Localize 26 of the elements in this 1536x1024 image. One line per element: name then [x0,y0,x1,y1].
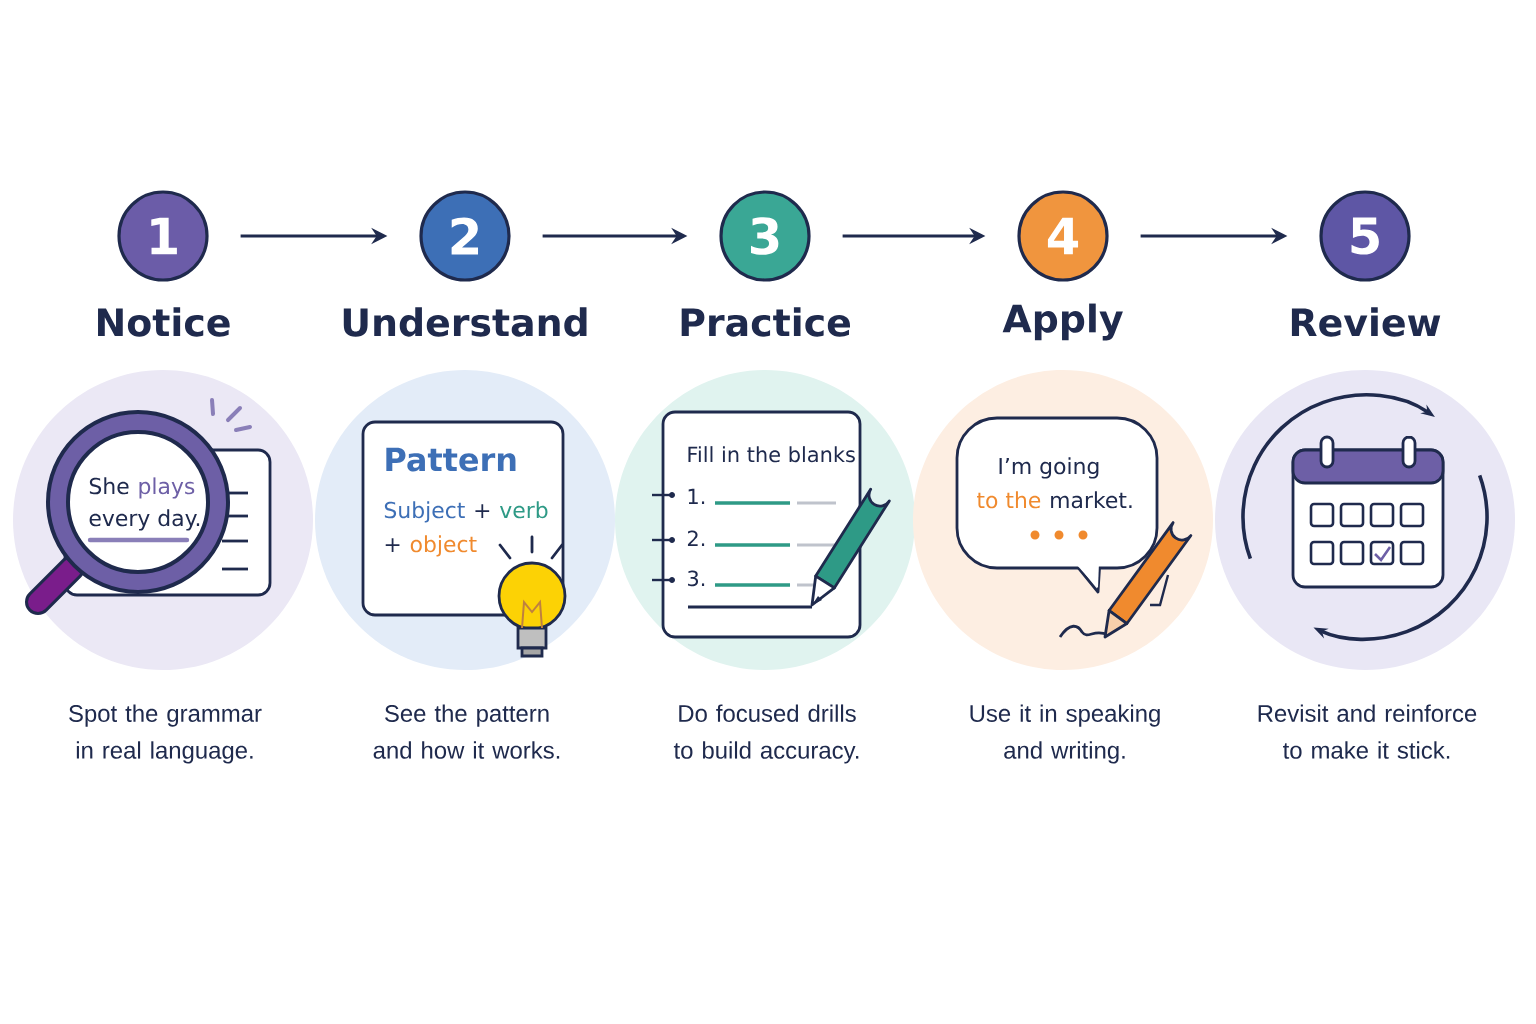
illustration-text: Pattern [386,447,516,472]
description: See the pattern and how it works. [373,704,560,759]
description: Revisit and reinforce to make it stick. [1258,704,1477,759]
illustration-text: 1. [688,488,705,504]
step-title: Understand [343,307,587,337]
description: Use it in speaking and writing. [970,704,1160,764]
illustration-text: I’m going [999,457,1099,479]
illustration-text: verb [499,501,548,519]
illustration-text: market. [1051,491,1132,509]
illustration-text: every day. [89,509,200,531]
description: Spot the grammar in real language. [69,704,262,764]
step-title: Notice [98,307,230,337]
illustration-text: + [385,538,400,552]
illustration-text: Subject [384,501,465,523]
illustration-text: + [475,504,490,518]
illustration-text: 3. [688,570,705,587]
illustration-text: to the [977,491,1041,509]
illustration-text: plays [139,477,195,499]
step-title: Apply [1002,303,1123,341]
illustration-text: She [89,477,129,495]
step-title: Practice [681,307,850,337]
description: Do focused drills to build accuracy. [673,704,859,764]
illustration-text: 2. [687,530,705,546]
step-title: Review [1291,307,1441,337]
illustration-text: Fill in the blanks [688,446,855,463]
illustration-text: object [410,535,477,557]
